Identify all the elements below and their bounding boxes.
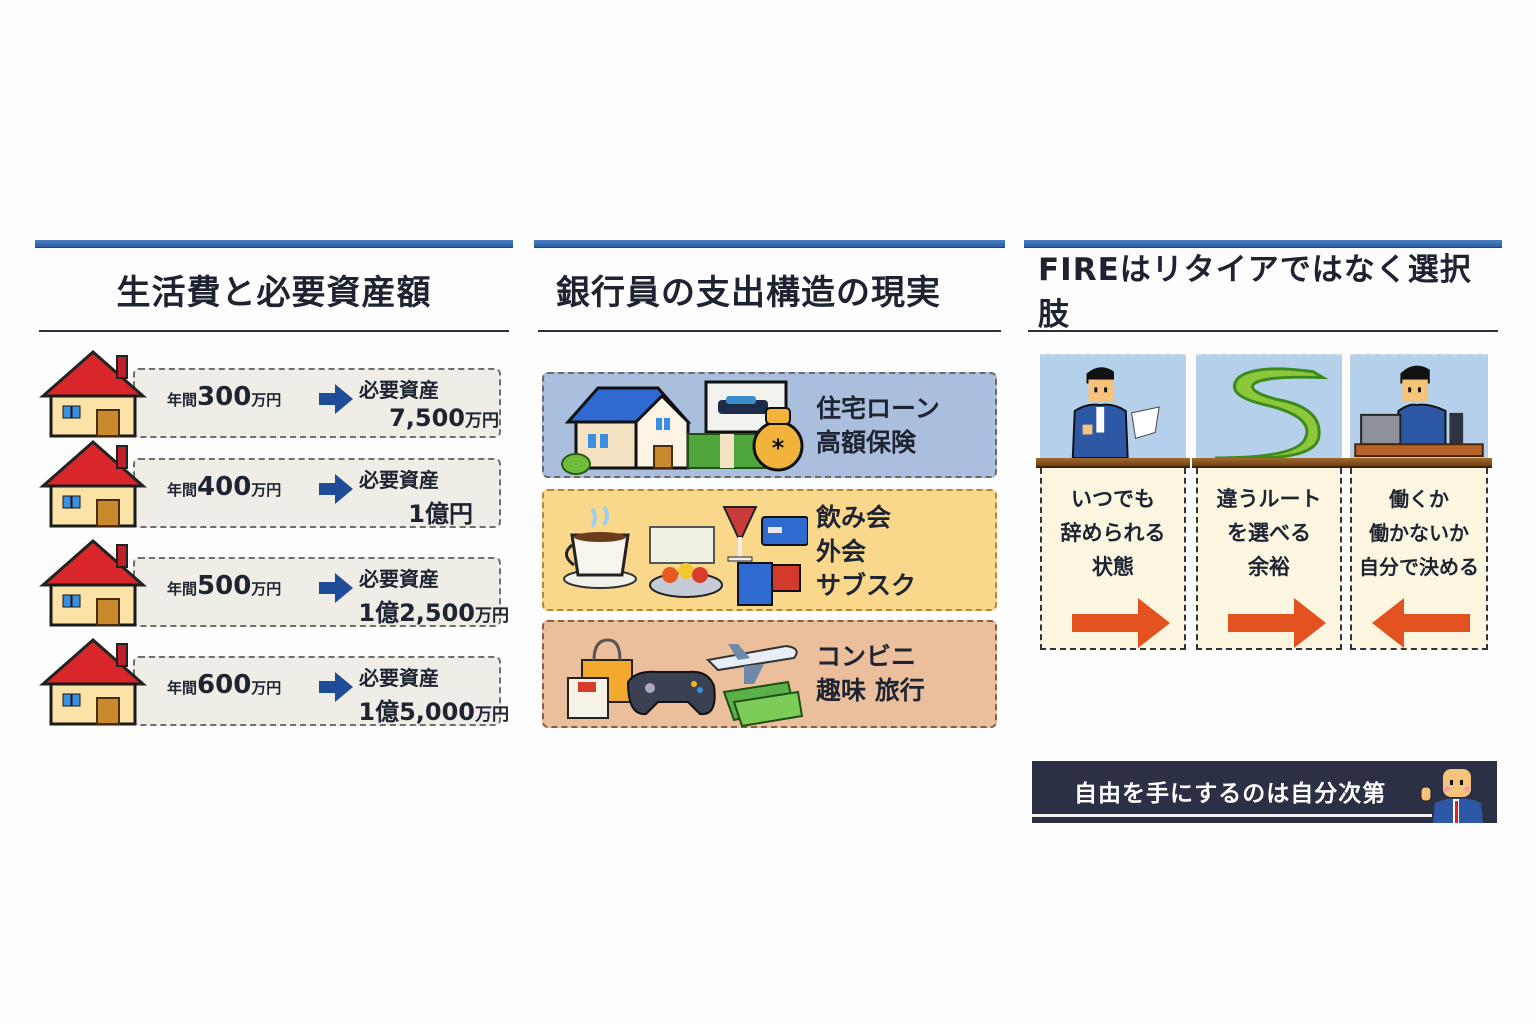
title-divider (39, 330, 509, 332)
panel-top-bar (1024, 240, 1502, 248)
businessman-at-laptop-icon (1350, 354, 1488, 458)
required-assets-label: 必要資産 (359, 378, 439, 402)
house-icon (561, 386, 692, 475)
title-divider (1028, 330, 1498, 332)
annual-cost: 年間500万円 (167, 571, 282, 601)
panel-title: 生活費と必要資産額 (116, 272, 432, 313)
required-assets-value: 1億円 (408, 500, 473, 528)
required-assets-value: 1億5,000万円 (358, 698, 509, 726)
expense-card-housing: * 住宅ローン 高額保険 (542, 372, 997, 478)
wooden-shelf (1036, 458, 1190, 468)
annual-cost: 年間300万円 (167, 382, 282, 412)
arrow-right-icon (319, 384, 353, 414)
airplane-icon (705, 644, 798, 684)
annual-cost: 年間600万円 (167, 670, 282, 700)
panel-top-bar (534, 240, 1005, 248)
title-divider (538, 330, 1001, 332)
choice-text: 違うルート を選べる 余裕 (1216, 487, 1322, 579)
panel-spending-structure: 銀行員の支出構造の現実 (534, 240, 1005, 732)
shopping-bag-icon (567, 638, 633, 719)
wooden-shelf (1192, 458, 1346, 468)
row-box (133, 656, 501, 726)
required-assets-value: 7,500万円 (389, 404, 499, 432)
cash-icon (722, 680, 804, 728)
choice-text: 働くか 働かないか 自分で決める (1359, 487, 1479, 579)
businessman-with-paper-icon (1040, 354, 1186, 458)
coffee-cup-icon (563, 505, 637, 589)
arrow-left-icon (1372, 598, 1470, 648)
arrow-right-icon (1072, 598, 1170, 648)
required-assets-value: 1億2,500万円 (358, 599, 509, 627)
house-icon (39, 638, 147, 726)
arrow-right-icon (1228, 598, 1326, 648)
row-box (133, 458, 501, 528)
expense-text: 住宅ローン 高額保険 (816, 394, 940, 457)
waving-person-icon (1420, 769, 1483, 823)
conclusion-banner: 自由を手にするのは自分次第 (1032, 761, 1497, 823)
house-icon (39, 350, 147, 438)
expense-card-leisure: コンビニ 趣味 旅行 (542, 620, 997, 728)
svg-text:*: * (772, 434, 785, 462)
dining-plate-icon (649, 526, 723, 598)
dining-icons (563, 505, 808, 606)
expense-card-dining: 飲み会 外会 サブスク (542, 489, 997, 611)
asset-row: 年間400万円 必要資産 1億円 (35, 436, 513, 528)
arrow-right-icon (319, 474, 353, 504)
subscription-box-icon (737, 562, 801, 606)
choice-card-body: 働くか 働かないか 自分で決める (1350, 468, 1488, 650)
arrow-right-icon (319, 672, 353, 702)
expense-text: コンビニ 趣味 旅行 (816, 642, 925, 705)
required-assets-label: 必要資産 (359, 468, 439, 492)
panel-top-bar (35, 240, 513, 248)
annual-cost: 年間400万円 (167, 472, 282, 502)
choice-text: いつでも 辞められる 状態 (1060, 487, 1166, 579)
banner-underline (1032, 814, 1432, 817)
house-icon (39, 539, 147, 627)
expense-text: 飲み会 外会 サブスク (816, 503, 917, 600)
credit-card-icon (761, 516, 808, 546)
housing-icons: * (561, 380, 804, 475)
panel-living-costs: 生活費と必要資産額 年間300万円 必要資産 7,500万円 (35, 240, 513, 732)
choice-card-body: 違うルート を選べる 余裕 (1196, 468, 1342, 650)
asset-row: 年間300万円 必要資産 7,500万円 (35, 346, 513, 438)
panel-title: FIREはリタイアではなく選択肢 (1038, 252, 1472, 333)
banner-text: 自由を手にするのは自分次第 (1074, 781, 1387, 807)
required-assets-label: 必要資産 (359, 666, 439, 690)
wooden-shelf (1346, 458, 1492, 468)
required-assets-label: 必要資産 (359, 567, 439, 591)
game-controller-icon (626, 670, 716, 716)
panel-title: 銀行員の支出構造の現実 (556, 272, 941, 313)
money-bag-icon: * (752, 407, 804, 472)
choice-card-body: いつでも 辞められる 状態 (1040, 468, 1186, 650)
wine-glass-icon (722, 506, 758, 562)
asset-row: 年間600万円 必要資産 1億5,000万円 (35, 634, 513, 726)
row-box (133, 368, 501, 438)
arrow-right-icon (319, 573, 353, 603)
leisure-icons (567, 638, 804, 728)
winding-road-icon (1196, 354, 1342, 458)
house-icon (39, 440, 147, 528)
panel-fire-choices: FIREはリタイアではなく選択肢 いつでも 辞められる 状態 (1024, 240, 1502, 832)
asset-row: 年間500万円 必要資産 1億2,500万円 (35, 535, 513, 627)
row-box (133, 557, 501, 627)
